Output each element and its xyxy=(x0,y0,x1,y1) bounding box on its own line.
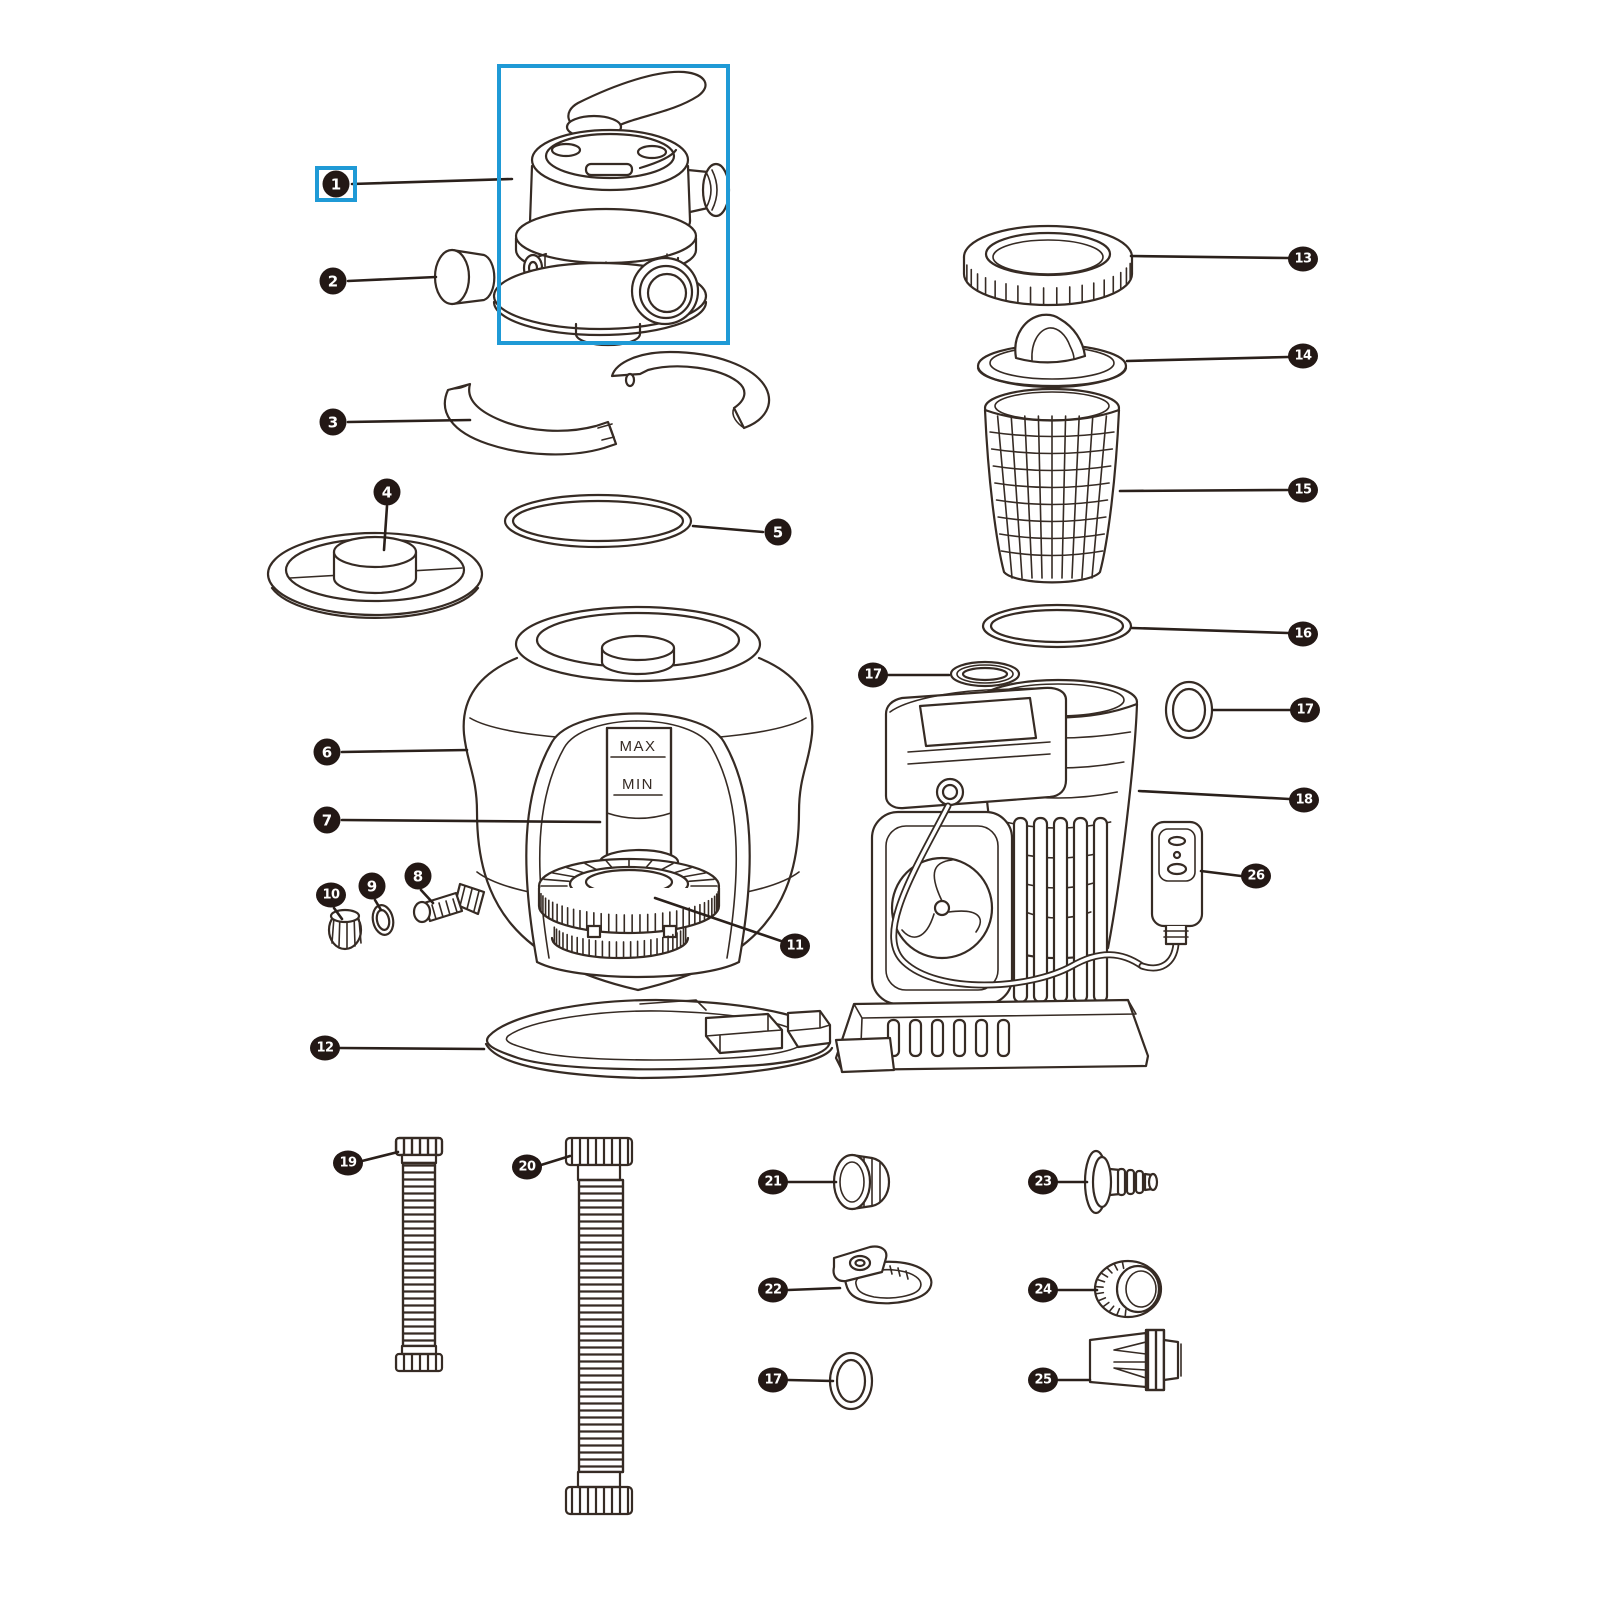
valve-cap-icon xyxy=(433,248,496,306)
lock-ring-icon xyxy=(962,224,1134,307)
bottom-strainer-icon xyxy=(537,857,721,960)
diffuser-plate-icon xyxy=(266,531,484,619)
tank-max-label: MAX xyxy=(619,738,656,755)
callout-badge-11-bottom-strainer: 11 xyxy=(780,933,810,959)
leader-line-short-hose xyxy=(360,1150,400,1163)
leader-line-clamp-ring-halves xyxy=(346,418,472,424)
leader-line-tank-o-ring xyxy=(691,524,765,534)
clamp-ring-icon xyxy=(443,350,771,456)
leader-line-housing-o-ring xyxy=(1130,626,1290,635)
callout-badge-8-drain-screw: 8 xyxy=(404,862,432,890)
callout-badge-19-short-hose: 19 xyxy=(333,1150,363,1176)
leader-line-strainer-basket xyxy=(1118,488,1290,493)
callout-badge-16-housing-o-ring: 16 xyxy=(1288,621,1318,647)
leader-line-bottom-strainer xyxy=(653,896,783,943)
base-tray-icon xyxy=(484,998,834,1080)
short-hose-icon xyxy=(394,1136,444,1373)
drain-screw-icon xyxy=(412,891,464,924)
callout-badge-3-clamp-ring-halves: 3 xyxy=(319,408,347,436)
callout-badge-18-prefilter-housing: 18 xyxy=(1289,787,1319,813)
callout-badge-9-drain-washer: 9 xyxy=(358,872,386,900)
tank-min-label: MIN xyxy=(622,776,654,793)
callout-badge-7-standpipe: 7 xyxy=(313,806,341,834)
callout-badge-10-drain-cap: 10 xyxy=(316,882,346,908)
callout-badge-22-hose-clamp: 22 xyxy=(758,1277,788,1303)
leader-line-standpipe xyxy=(340,818,602,824)
hose-clamp-icon xyxy=(832,1245,933,1305)
callout-badge-6-filter-tank: 6 xyxy=(313,738,341,766)
callout-badge-15-strainer-basket: 15 xyxy=(1288,477,1318,503)
leader-line-six-way-valve xyxy=(350,177,514,186)
callout-badge-25-hose-adapter: 25 xyxy=(1028,1367,1058,1393)
flat-washer-icon xyxy=(949,660,1021,688)
leader-line-valve-cap xyxy=(346,275,438,283)
callout-badge-2-valve-cap: 2 xyxy=(319,267,347,295)
strainer-lid-icon xyxy=(976,313,1128,389)
callout-badge-17-flat-washer: 17 xyxy=(858,662,888,688)
callout-badge-17-oval-o-ring: 17 xyxy=(1290,697,1320,723)
selection-highlight-box xyxy=(497,64,730,345)
leader-line-strainer-lid xyxy=(1125,355,1290,363)
leader-line-diffuser-plate xyxy=(382,504,389,552)
callout-badge-5-tank-o-ring: 5 xyxy=(764,518,792,546)
callout-badge-21-cap-small: 21 xyxy=(758,1169,788,1195)
leader-line-o-ring-small xyxy=(786,1378,835,1383)
strainer-basket-icon xyxy=(983,387,1121,584)
callout-badge-20-long-hose: 20 xyxy=(512,1154,542,1180)
callout-badge-24-collar-nut: 24 xyxy=(1028,1277,1058,1303)
leader-line-base-tray xyxy=(338,1046,486,1051)
leader-line-rcd-power-plug xyxy=(1199,869,1243,878)
leader-line-filter-tank xyxy=(340,748,469,754)
callout-badge-13-lock-ring: 13 xyxy=(1288,246,1318,272)
callout-badge-12-base-tray: 12 xyxy=(310,1035,340,1061)
callout-badge-14-strainer-lid: 14 xyxy=(1288,343,1318,369)
leader-line-prefilter-housing xyxy=(1137,789,1291,801)
rcd-plug-icon xyxy=(1150,820,1204,946)
leader-line-hose-clamp xyxy=(786,1286,842,1292)
callout-badge-4-diffuser-plate: 4 xyxy=(373,478,401,506)
callout-badge-23-strainer-connector: 23 xyxy=(1028,1169,1058,1195)
selection-highlight-badge-box xyxy=(315,166,357,202)
six-way-valve-icon xyxy=(492,70,731,347)
leader-line-lock-ring xyxy=(1129,254,1290,260)
callout-badge-26-rcd-power-plug: 26 xyxy=(1241,863,1271,889)
leader-line-long-hose xyxy=(539,1154,572,1167)
leader-line-drain-cap xyxy=(332,906,344,921)
callout-badge-17-o-ring-small: 17 xyxy=(758,1367,788,1393)
collar-nut-icon xyxy=(1093,1259,1163,1319)
tank-o-ring-icon xyxy=(503,493,693,549)
hose-adapter-icon xyxy=(1088,1328,1182,1392)
leader-line-drain-washer xyxy=(373,898,383,912)
leader-line-drain-screw xyxy=(419,888,435,905)
pump-icon xyxy=(834,686,1180,1074)
callout-badge-1-six-way-valve: 1 xyxy=(322,170,350,198)
long-hose-icon xyxy=(564,1136,634,1516)
housing-o-ring-icon xyxy=(981,603,1133,649)
